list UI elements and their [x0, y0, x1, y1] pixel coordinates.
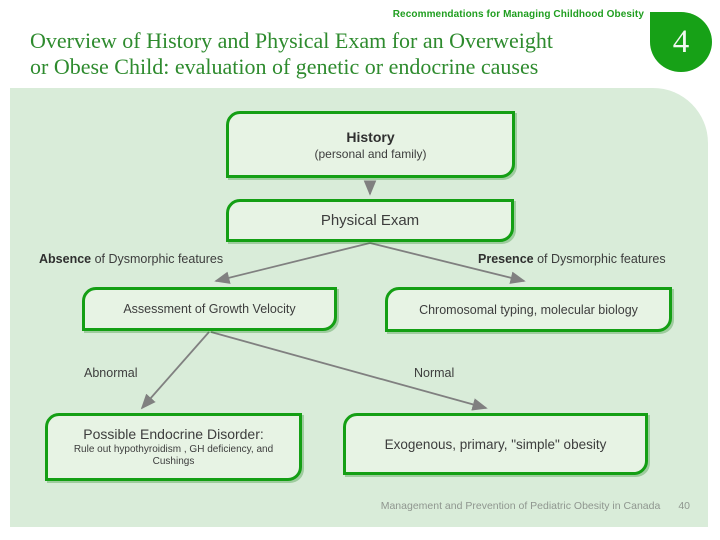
history-subtitle: (personal and family): [314, 146, 427, 161]
page-title-line2: or Obese Child: evaluation of genetic or…: [30, 54, 539, 79]
physical-exam-box: Physical Exam: [226, 199, 514, 242]
physical-exam-label: Physical Exam: [320, 212, 420, 229]
absence-label-bold: Absence: [39, 252, 92, 266]
endocrine-detail-line1: Rule out hypothyroidism , GH deficiency,…: [73, 444, 274, 455]
endocrine-box: Possible Endocrine Disorder: Rule out hy…: [45, 413, 302, 481]
assessment-label: Assessment of Growth Velocity: [123, 302, 296, 316]
footer: Management and Prevention of Pediatric O…: [381, 500, 690, 512]
absence-label-rest: of Dysmorphic features: [91, 252, 224, 266]
presence-label-bold: Presence: [478, 252, 534, 266]
history-title: History: [346, 128, 395, 145]
assessment-box: Assessment of Growth Velocity: [82, 287, 337, 331]
page-title: Overview of History and Physical Exam fo…: [30, 28, 553, 80]
exogenous-label: Exogenous, primary, "simple" obesity: [384, 436, 607, 452]
presence-label: Presence of Dysmorphic features: [478, 252, 666, 266]
chromosomal-label: Chromosomal typing, molecular biology: [419, 302, 638, 317]
eyebrow-text: Recommendations for Managing Childhood O…: [392, 9, 644, 20]
normal-label: Normal: [414, 366, 455, 380]
abnormal-label: Abnormal: [84, 366, 138, 380]
page-title-line1: Overview of History and Physical Exam fo…: [30, 28, 553, 53]
history-box: History (personal and family): [226, 111, 515, 178]
footer-source: Management and Prevention of Pediatric O…: [380, 500, 661, 512]
footer-page-number: 40: [678, 500, 690, 512]
presence-label-rest: of Dysmorphic features: [533, 252, 666, 266]
exogenous-box: Exogenous, primary, "simple" obesity: [343, 413, 648, 475]
endocrine-title: Possible Endocrine Disorder:: [83, 426, 264, 442]
absence-label: Absence of Dysmorphic features: [39, 252, 223, 266]
slide-number: 4: [672, 23, 690, 60]
slide-number-badge: 4: [650, 12, 712, 72]
chromosomal-box: Chromosomal typing, molecular biology: [385, 287, 672, 332]
endocrine-detail-line2: Cushings: [152, 456, 195, 467]
